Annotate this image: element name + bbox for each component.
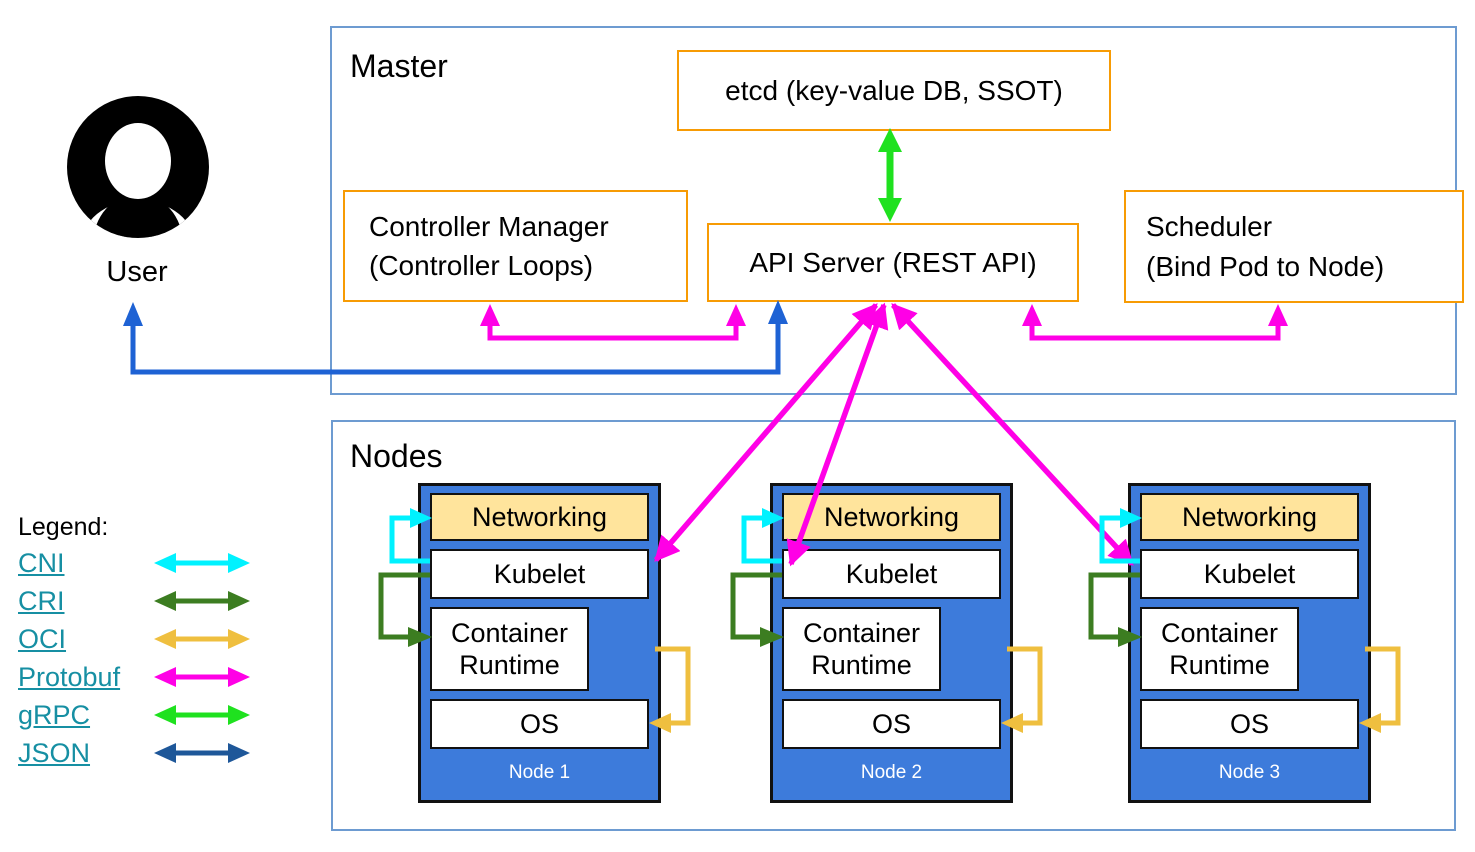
node-3-kubelet-layer: Kubelet <box>1140 549 1359 599</box>
cri-link[interactable]: CRI <box>18 585 65 616</box>
node-1-container-runtime-layer: Container Runtime <box>430 607 589 691</box>
cni-arrow-icon <box>154 553 250 573</box>
etcd-box: etcd (key-value DB, SSOT) <box>677 50 1111 131</box>
legend-row-protobuf: Protobuf <box>18 658 298 696</box>
node-1-kubelet-layer: Kubelet <box>430 549 649 599</box>
scheduler-line2: (Bind Pod to Node) <box>1146 250 1385 282</box>
node-3-name: Node 3 <box>1218 762 1281 783</box>
grpc-link[interactable]: gRPC <box>18 699 91 730</box>
scheduler-line1: Scheduler <box>1146 211 1273 243</box>
protobuf-link[interactable]: Protobuf <box>18 661 121 692</box>
node-2-name: Node 2 <box>860 762 923 783</box>
master-section-label: Master <box>350 48 448 84</box>
legend-row-oci: OCI <box>18 620 298 658</box>
user-label: User <box>106 256 168 288</box>
nodes-section-label: Nodes <box>350 438 443 474</box>
cri-arrow-icon <box>154 591 250 611</box>
node-1-name: Node 1 <box>508 762 571 783</box>
oci-link[interactable]: OCI <box>18 623 67 654</box>
legend: Legend: CNI CRI OCI <box>18 510 298 772</box>
json-arrow-icon <box>154 743 250 763</box>
legend-row-cri: CRI <box>18 582 298 620</box>
node-3-networking-layer: Networking <box>1140 493 1359 541</box>
node-1: Networking Kubelet Container Runtime OS … <box>418 483 661 803</box>
controller-manager-line1: Controller Manager <box>369 210 609 242</box>
legend-row-json: JSON <box>18 734 298 772</box>
controller-manager-box: Controller Manager (Controller Loops) <box>343 190 688 302</box>
node-2-kubelet-layer: Kubelet <box>782 549 1001 599</box>
protobuf-arrow-icon <box>154 667 250 687</box>
person-avatar-icon <box>67 96 209 238</box>
node-1-networking-layer: Networking <box>430 493 649 541</box>
legend-row-grpc: gRPC <box>18 696 298 734</box>
node-3: Networking Kubelet Container Runtime OS … <box>1128 483 1371 803</box>
oci-arrow-icon <box>154 629 250 649</box>
controller-manager-line2: (Controller Loops) <box>369 250 594 281</box>
cni-link[interactable]: CNI <box>18 547 65 578</box>
node-3-os-layer: OS <box>1140 699 1359 749</box>
legend-title: Legend: <box>18 512 109 541</box>
node-2: Networking Kubelet Container Runtime OS … <box>770 483 1013 803</box>
scheduler-box: Scheduler (Bind Pod to Node) <box>1124 190 1464 303</box>
node-2-networking-layer: Networking <box>782 493 1001 541</box>
grpc-arrow-icon <box>154 705 250 725</box>
node-2-os-layer: OS <box>782 699 1001 749</box>
node-2-container-runtime-layer: Container Runtime <box>782 607 941 691</box>
legend-row-cni: CNI <box>18 544 298 582</box>
json-link[interactable]: JSON <box>18 737 91 768</box>
node-1-os-layer: OS <box>430 699 649 749</box>
node-3-container-runtime-layer: Container Runtime <box>1140 607 1299 691</box>
api-server-box: API Server (REST API) <box>707 223 1079 302</box>
